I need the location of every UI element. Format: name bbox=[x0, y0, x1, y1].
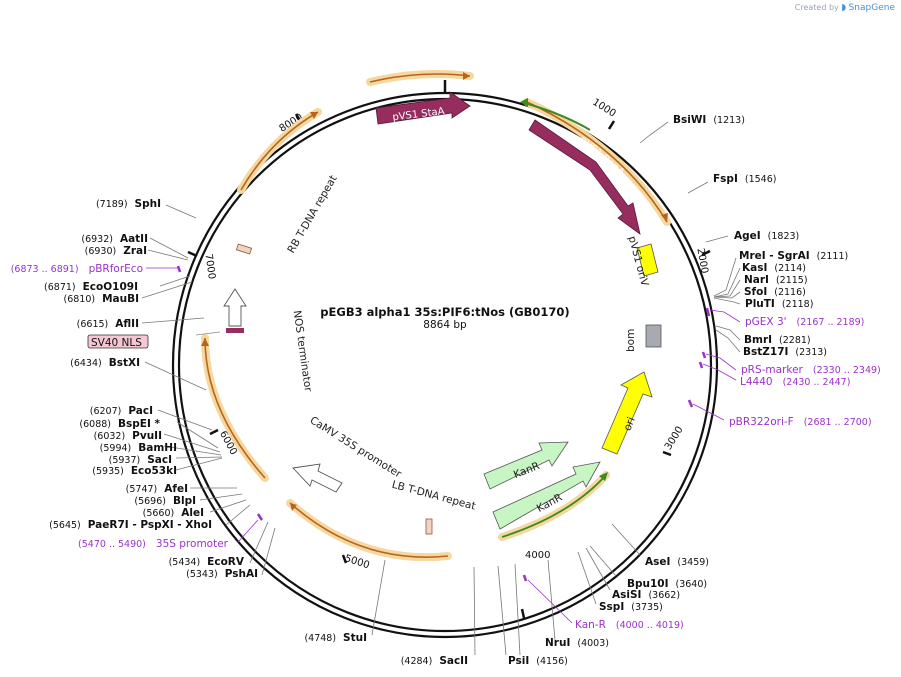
site-paci: (6207)PacI bbox=[90, 405, 153, 417]
site-saci: (5937)SacI bbox=[109, 454, 172, 466]
orf-arc-top bbox=[369, 73, 471, 83]
site-eco53ki: (5935)Eco53kI bbox=[92, 465, 177, 477]
feature-label-ori: ori bbox=[621, 415, 637, 432]
site-pshai: (5343)PshAI bbox=[186, 568, 258, 580]
tick-label-7000: 7000 bbox=[203, 253, 217, 280]
feature-label-sv40-nls: SV40 NLS bbox=[91, 337, 142, 349]
tick-mark-1000 bbox=[607, 120, 616, 130]
feature-label-nos-terminator: NOS terminator bbox=[291, 310, 314, 393]
site-labels-right: BsiWI(1213) FspI(1546) AgeI(1823) MreI -… bbox=[508, 114, 848, 667]
site-blpi: (5696)BlpI bbox=[134, 495, 196, 507]
feature-camv-35s-promoter bbox=[292, 463, 343, 493]
feature-sv40-nls-box bbox=[87, 334, 149, 349]
orf-arc-bottom bbox=[289, 502, 449, 558]
orf-arcs bbox=[201, 70, 671, 562]
credit-prefix: Created by bbox=[794, 3, 839, 12]
site-paer7i-pspxi-xhoi: (5645)PaeR7I - PspXI - XhoI bbox=[49, 519, 212, 531]
tick-mark-5000 bbox=[341, 554, 348, 564]
feature-label-bom: bom bbox=[625, 329, 637, 352]
feature-sv40-nls-mark bbox=[226, 328, 244, 333]
feature-label-camv-35s-promoter: CaMV 35S promoter bbox=[308, 414, 404, 480]
feature-nos-terminator bbox=[223, 288, 247, 327]
feature-pvs1-oriv bbox=[636, 243, 659, 277]
site-nrui: NruI(4003) bbox=[545, 637, 609, 649]
site-sphi: (7189)SphI bbox=[96, 198, 161, 210]
site-leader-lines bbox=[141, 121, 741, 656]
plasmid-name: pEGB3 alpha1 35s:PIF6:tNos (GB0170) bbox=[320, 305, 569, 319]
orf-arc-green-bottom bbox=[501, 474, 607, 538]
tick-mark-4000 bbox=[520, 608, 526, 619]
backbone-outer-circle bbox=[171, 91, 719, 639]
site-asei: AseI(3459) bbox=[645, 556, 709, 568]
feature-rb-tdna-repeat bbox=[235, 243, 253, 255]
tick-label-3000: 3000 bbox=[663, 425, 686, 452]
site-pvuii: (6032)PvuII bbox=[94, 430, 162, 442]
primer-kan-r: Kan-R(4000 .. 4019) bbox=[575, 619, 684, 631]
orf-arc-upper-left bbox=[240, 111, 319, 191]
primer-35s-promoter: (5470 .. 5490)35S promoter bbox=[78, 538, 229, 550]
site-bsiwi: BsiWI(1213) bbox=[673, 114, 745, 126]
tick-label-1000: 1000 bbox=[590, 97, 617, 120]
site-pluti: PluTI(2118) bbox=[745, 298, 813, 310]
primer-marks bbox=[146, 265, 741, 624]
site-psii: PsiI(4156) bbox=[508, 655, 568, 667]
site-stui: (4748)StuI bbox=[304, 632, 367, 644]
site-alei: (5660)AleI bbox=[143, 507, 204, 519]
primer-pbr322ori-f: pBR322ori-F(2681 .. 2700) bbox=[729, 416, 872, 428]
tick-mark-6000 bbox=[209, 428, 219, 436]
site-ecoo109i: (6871)EcoO109I bbox=[44, 281, 138, 293]
site-bspei: (6088)BspEI * bbox=[79, 418, 160, 430]
feature-pvs1-repa bbox=[528, 119, 641, 235]
primer-l4440: L4440(2430 .. 2447) bbox=[740, 376, 850, 388]
primer-pbrforeco: (6873 .. 6891)pBRforEco bbox=[11, 263, 143, 275]
snapgene-logo-icon: ◗ bbox=[841, 3, 847, 13]
feature-ori bbox=[601, 371, 653, 455]
site-bstz17i: BstZ17I(2313) bbox=[743, 346, 827, 358]
site-afei: (5747)AfeI bbox=[126, 483, 188, 495]
site-asisi: AsiSI(3662) bbox=[612, 589, 680, 601]
site-labels-left: (4284)SacII (4748)StuI (5343)PshAI (5434… bbox=[44, 198, 468, 667]
credit-brand: SnapGene bbox=[848, 3, 895, 13]
orf-arc-right bbox=[526, 101, 668, 223]
tick-label-4000: 4000 bbox=[525, 550, 550, 561]
site-maubi: (6810)MauBI bbox=[63, 293, 139, 305]
site-aatii: (6932)AatII bbox=[81, 233, 148, 245]
feature-kanr-lower bbox=[492, 461, 601, 530]
plasmid-size: 8864 bp bbox=[423, 319, 467, 331]
feature-kanr-upper bbox=[483, 441, 569, 490]
tick-label-2000: 2000 bbox=[694, 247, 709, 274]
feature-pvs1-staa bbox=[375, 91, 471, 125]
tick-label-5000: 5000 bbox=[343, 553, 371, 571]
site-bamhi: (5994)BamHI bbox=[100, 442, 177, 454]
feature-lb-tdna-repeat bbox=[425, 518, 433, 535]
site-agei: AgeI(1823) bbox=[734, 230, 799, 242]
site-zrai: (6930)ZraI bbox=[85, 245, 147, 257]
feature-bom bbox=[645, 324, 662, 348]
primer-pgex-3: pGEX 3'(2167 .. 2189) bbox=[745, 316, 864, 328]
site-bpu10i: Bpu10I(3640) bbox=[627, 578, 707, 590]
tick-mark-3000 bbox=[662, 450, 672, 457]
tick-marks bbox=[187, 113, 711, 619]
snapgene-credit: Created by ◗ SnapGene bbox=[795, 3, 895, 13]
primer-prs-marker: pRS-marker(2330 .. 2349) bbox=[741, 364, 881, 376]
tick-mark-7000 bbox=[187, 250, 198, 258]
site-bmri: BmrI(2281) bbox=[744, 334, 811, 346]
site-nari: NarI(2115) bbox=[744, 274, 808, 286]
site-mrei-sgrai: MreI - SgrAI(2111) bbox=[739, 250, 848, 262]
tick-mark-2000 bbox=[701, 249, 711, 257]
feature-label-lb-tdna-repeat: LB T-DNA repeat bbox=[390, 479, 476, 513]
site-fspi: FspI(1546) bbox=[713, 173, 776, 185]
feature-label-rb-tdna-repeat: RB T-DNA repeat bbox=[285, 173, 339, 255]
site-sacii: (4284)SacII bbox=[401, 655, 468, 667]
site-bstxi: (6434)BstXI bbox=[70, 357, 140, 369]
orf-arc-green-top bbox=[527, 103, 591, 131]
orf-arc-left bbox=[204, 337, 266, 479]
primer-labels: pGEX 3'(2167 .. 2189) pRS-marker(2330 ..… bbox=[11, 263, 881, 631]
site-sfoi: SfoI(2116) bbox=[744, 286, 806, 298]
site-sspi: SspI(3735) bbox=[599, 601, 663, 613]
site-kasi: KasI(2114) bbox=[742, 262, 806, 274]
site-aflii: (6615)AflII bbox=[77, 318, 139, 330]
site-ecorv: (5434)EcoRV bbox=[169, 556, 245, 568]
